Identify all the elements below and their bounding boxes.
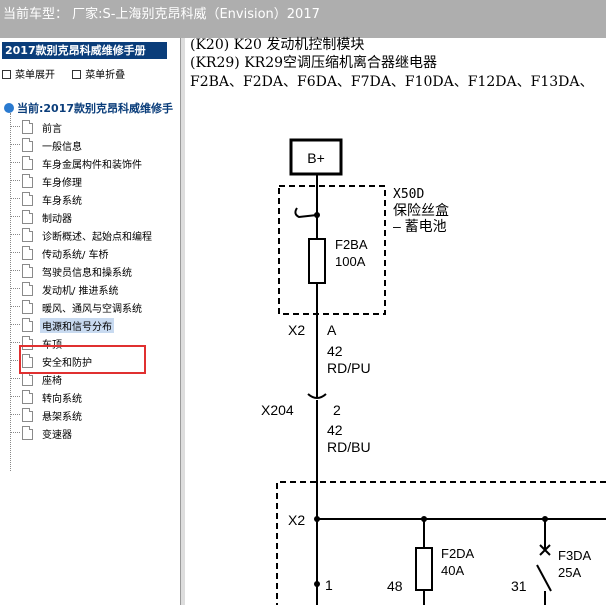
document-icon bbox=[22, 372, 33, 386]
root-icon bbox=[4, 103, 14, 113]
title-bar: 当前车型： 厂家:S-上海别克昂科威（Envision）2017 bbox=[0, 0, 606, 38]
fusebox-outline bbox=[278, 185, 386, 315]
document-icon bbox=[22, 390, 33, 404]
document-icon bbox=[22, 408, 33, 422]
expand-icon bbox=[2, 70, 11, 79]
tree-item-label: 安全和防护 bbox=[42, 358, 92, 369]
tree-item-label: 前言 bbox=[42, 124, 62, 135]
pin-1-label: 1 bbox=[325, 577, 333, 593]
fuse-f2da-rating: 40A bbox=[441, 563, 464, 578]
document-icon bbox=[22, 210, 33, 224]
fuse-f2da bbox=[415, 547, 433, 591]
tree-item-label: 诊断概述、起始点和编程 bbox=[42, 232, 152, 243]
menu-collapse-button[interactable]: 菜单折叠 bbox=[72, 66, 125, 81]
document-icon bbox=[22, 264, 33, 278]
wire1-gauge: 42 bbox=[327, 343, 343, 359]
collapse-icon bbox=[72, 70, 82, 79]
connector-x204-label: X204 bbox=[261, 402, 294, 418]
circuit-breaker-x-icon bbox=[539, 544, 551, 556]
bplus-label: B+ bbox=[307, 150, 325, 166]
tree-item-label: 暖风、通风与空调系统 bbox=[42, 304, 142, 315]
tree-item-label: 转向系统 bbox=[42, 394, 82, 405]
tree-item-label: 车身金属构件和装饰件 bbox=[42, 160, 142, 171]
wiring-schematic[interactable]: B+ X50D 保险丝盒 – 蓄电池 F2BA 100A X2 A 42 RD/… bbox=[185, 38, 606, 605]
menu-controls: 菜单展开 菜单折叠 bbox=[2, 66, 139, 81]
fusebox-sub: – 蓄电池 bbox=[393, 218, 447, 234]
tree-item-label: 传动系统/ 车桥 bbox=[42, 250, 109, 261]
tree-item-label: 发动机/ 推进系统 bbox=[42, 286, 119, 297]
fuse-f2da-name: F2DA bbox=[441, 546, 475, 561]
fuse-list-line: F2BA、F2DA、F6DA、F7DA、F10DA、F12DA、F13DA、 bbox=[190, 74, 594, 90]
connector-x204-symbol bbox=[307, 393, 327, 399]
fusebox-name: 保险丝盒 bbox=[393, 202, 449, 218]
tree-item-label: 座椅 bbox=[42, 376, 62, 387]
tree-connector bbox=[10, 113, 11, 471]
wire2-gauge: 42 bbox=[327, 422, 343, 438]
tree-root-label: 当前:2017款别克昂科威维修手 bbox=[17, 102, 174, 115]
document-icon bbox=[22, 246, 33, 260]
document-icon bbox=[22, 156, 33, 170]
tree-item-label: 变速器 bbox=[42, 430, 72, 441]
document-icon bbox=[22, 138, 33, 152]
document-icon bbox=[22, 426, 33, 440]
pin-48-label: 48 bbox=[387, 578, 403, 594]
tree-item-label: 电源和信号分布 bbox=[40, 318, 114, 333]
fuse-f2ba bbox=[308, 238, 326, 284]
menu-collapse-label: 菜单折叠 bbox=[85, 70, 126, 81]
menu-expand-button[interactable]: 菜单展开 bbox=[2, 66, 55, 81]
tree-item-label: 一般信息 bbox=[42, 142, 82, 153]
sidebar: 2017款别克昂科威维修手册 菜单展开 菜单折叠 当前:2017款别克昂科威维修… bbox=[0, 38, 181, 605]
tree-root[interactable]: 当前:2017款别克昂科威维修手 bbox=[4, 100, 173, 116]
breaker-switch bbox=[536, 564, 552, 592]
tree-item-label: 制动器 bbox=[42, 214, 72, 225]
pin-1-dot bbox=[314, 581, 320, 587]
document-icon bbox=[22, 300, 33, 314]
document-icon bbox=[22, 282, 33, 296]
tree-item-label: 车身修理 bbox=[42, 178, 82, 189]
tree-item-label: 驾驶员信息和操系统 bbox=[42, 268, 132, 279]
wire1-color: RD/PU bbox=[327, 360, 371, 376]
vehicle-title: 当前车型： 厂家:S-上海别克昂科威（Envision）2017 bbox=[3, 7, 320, 22]
selection-highlight-box bbox=[19, 345, 146, 374]
document-icon bbox=[22, 354, 33, 368]
manual-title[interactable]: 2017款别克昂科威维修手册 bbox=[2, 42, 167, 59]
document-icon bbox=[22, 174, 33, 188]
fuse-f2ba-name: F2BA bbox=[335, 237, 368, 252]
tree-item-label: 悬架系统 bbox=[42, 412, 82, 423]
component-line-kr29: (KR29) KR29空调压缩机离合器继电器 bbox=[190, 55, 438, 71]
connector-x2b-label: X2 bbox=[288, 512, 305, 528]
fuse-f3da-rating: 25A bbox=[558, 565, 581, 580]
component-line-k20: (K20) K20 发动机控制模块 bbox=[190, 37, 365, 53]
document-icon bbox=[22, 228, 33, 242]
connector-x2-label: X2 bbox=[288, 322, 305, 338]
fusible-link-hook bbox=[294, 207, 318, 219]
sidebar-splitter[interactable] bbox=[181, 38, 185, 605]
fuse-f2ba-rating: 100A bbox=[335, 254, 366, 269]
document-icon bbox=[22, 318, 33, 332]
document-icon bbox=[22, 336, 33, 350]
document-icon bbox=[22, 120, 33, 134]
lower-box-outline bbox=[276, 481, 606, 605]
document-icon bbox=[22, 192, 33, 206]
connector-x2-pin: A bbox=[327, 322, 337, 338]
bus-junction-1 bbox=[314, 516, 320, 522]
fuse-f3da-name: F3DA bbox=[558, 548, 592, 563]
connector-x204-pin: 2 bbox=[333, 402, 341, 418]
menu-expand-label: 菜单展开 bbox=[15, 70, 55, 81]
pin-31-label: 31 bbox=[511, 578, 527, 594]
fusebox-id: X50D bbox=[393, 187, 424, 202]
tree-item-label: 车身系统 bbox=[42, 196, 82, 207]
wire2-color: RD/BU bbox=[327, 439, 371, 455]
